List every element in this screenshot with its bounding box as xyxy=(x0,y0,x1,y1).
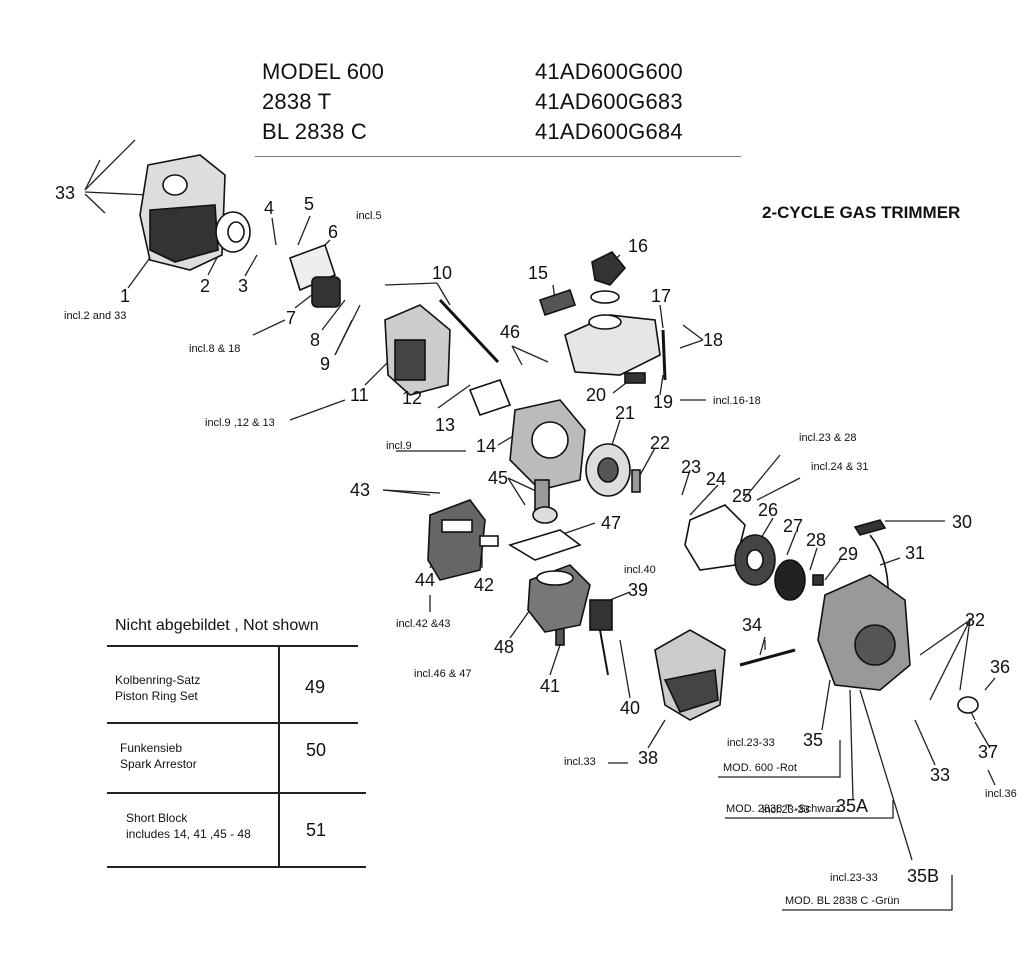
callout-9: 9 xyxy=(320,354,331,374)
callout-48: 48 xyxy=(494,637,515,657)
callout-6: 6 xyxy=(328,222,339,242)
note-incl8-18: incl.8 & 18 xyxy=(189,343,241,355)
callout-35A: 35A xyxy=(836,796,869,816)
callout-44: 44 xyxy=(415,570,436,590)
callout-38: 38 xyxy=(638,748,659,768)
table-rule-2 xyxy=(107,792,366,794)
note-incl23-28: incl.23 & 28 xyxy=(799,432,857,444)
callout-11: 11 xyxy=(350,385,369,405)
note-incl23-33-a: incl.23-33 xyxy=(727,737,775,749)
callout-27: 27 xyxy=(783,516,804,536)
variant-label-600: MOD. 600 -Rot xyxy=(723,762,797,774)
callout-24: 24 xyxy=(706,469,727,489)
header-rule xyxy=(255,156,741,157)
callout-35: 35 xyxy=(803,730,824,750)
note-incl9: incl.9 xyxy=(386,440,412,452)
table-divider xyxy=(278,645,280,868)
not-shown-row-2-num: 50 xyxy=(306,740,327,760)
model-name-2: 2838 T xyxy=(262,89,332,114)
callout-12: 12 xyxy=(402,388,423,408)
model-code-2: 41AD600G683 xyxy=(535,89,683,114)
not-shown-row-3-num: 51 xyxy=(306,820,327,840)
product-title: 2-CYCLE GAS TRIMMER xyxy=(762,203,961,222)
callout-36: 36 xyxy=(990,657,1011,677)
not-shown-row-3-line1: Short Block xyxy=(126,811,188,825)
callout-3: 3 xyxy=(238,276,249,296)
callout-1: 1 xyxy=(120,286,131,306)
callout-40: 40 xyxy=(620,698,641,718)
note-incl5: incl.5 xyxy=(356,210,382,222)
note-incl42-43: incl.42 &43 xyxy=(396,618,451,630)
callout-15: 15 xyxy=(528,263,549,283)
callout-37: 37 xyxy=(978,742,999,762)
callout-10: 10 xyxy=(432,263,453,283)
note-incl33: incl.33 xyxy=(564,756,596,768)
callout-28: 28 xyxy=(806,530,827,550)
note-incl23-33-c: incl.23-33 xyxy=(830,872,878,884)
table-rule-1 xyxy=(107,722,358,724)
callout-26: 26 xyxy=(758,500,779,520)
callout-18: 18 xyxy=(703,330,724,350)
note-incl40: incl.40 xyxy=(624,564,656,576)
callout-33-bottom: 33 xyxy=(930,765,951,785)
callout-4: 4 xyxy=(264,198,275,218)
model-name-1: MODEL 600 xyxy=(262,59,385,84)
table-rule-top xyxy=(107,645,358,647)
note-incl46-47: incl.46 & 47 xyxy=(414,668,472,680)
not-shown-row-1-line1: Kolbenring-Satz xyxy=(115,673,201,687)
note-incl23-33-b: incl.23-33 xyxy=(762,804,810,816)
variant-label-2838t: MOD. 2838 T -Schwarz xyxy=(726,803,841,815)
callout-25: 25 xyxy=(732,486,753,506)
not-shown-row-3-line2: includes 14, 41 ,45 - 48 xyxy=(126,827,251,841)
note-incl36: incl.36 xyxy=(985,788,1017,800)
callout-22: 22 xyxy=(650,433,671,453)
note-incl9-12-13: incl.9 ,12 & 13 xyxy=(205,417,275,429)
model-code-3: 41AD600G684 xyxy=(535,119,683,144)
callout-39: 39 xyxy=(628,580,649,600)
callout-30: 30 xyxy=(952,512,973,532)
callout-13: 13 xyxy=(435,415,456,435)
callout-19: 19 xyxy=(653,392,674,412)
callout-35B: 35B xyxy=(907,866,940,886)
callout-43: 43 xyxy=(350,480,371,500)
callout-47: 47 xyxy=(601,513,622,533)
callout-5: 5 xyxy=(304,194,315,214)
callout-21: 21 xyxy=(615,403,636,423)
not-shown-title: Nicht abgebildet , Not shown xyxy=(115,617,319,634)
not-shown-row-1-num: 49 xyxy=(305,677,326,697)
callout-14: 14 xyxy=(476,436,497,456)
not-shown-row-2-line1: Funkensieb xyxy=(120,741,183,755)
callout-7: 7 xyxy=(286,308,297,328)
not-shown-row-1-line2: Piston Ring Set xyxy=(115,689,198,703)
callout-34: 34 xyxy=(742,615,763,635)
callout-42: 42 xyxy=(474,575,495,595)
callout-17: 17 xyxy=(651,286,672,306)
callout-33-top: 33 xyxy=(55,183,76,203)
table-rule-bottom xyxy=(107,866,366,868)
callout-20: 20 xyxy=(586,385,607,405)
model-name-3: BL 2838 C xyxy=(262,119,367,144)
callout-31: 31 xyxy=(905,543,926,563)
note-incl16-18: incl.16-18 xyxy=(713,395,761,407)
callout-32: 32 xyxy=(965,610,986,630)
note-incl2-33: incl.2 and 33 xyxy=(64,310,127,322)
callout-2: 2 xyxy=(200,276,211,296)
callout-29: 29 xyxy=(838,544,859,564)
callout-23: 23 xyxy=(681,457,702,477)
callout-46: 46 xyxy=(500,322,521,342)
callout-45: 45 xyxy=(488,468,509,488)
callout-16: 16 xyxy=(628,236,649,256)
callout-8: 8 xyxy=(310,330,321,350)
model-code-1: 41AD600G600 xyxy=(535,59,683,84)
not-shown-row-2-line2: Spark Arrestor xyxy=(120,757,197,771)
note-incl24-31: incl.24 & 31 xyxy=(811,461,869,473)
variant-label-bl2838c: MOD. BL 2838 C -Grün xyxy=(785,895,900,907)
callout-41: 41 xyxy=(540,676,561,696)
